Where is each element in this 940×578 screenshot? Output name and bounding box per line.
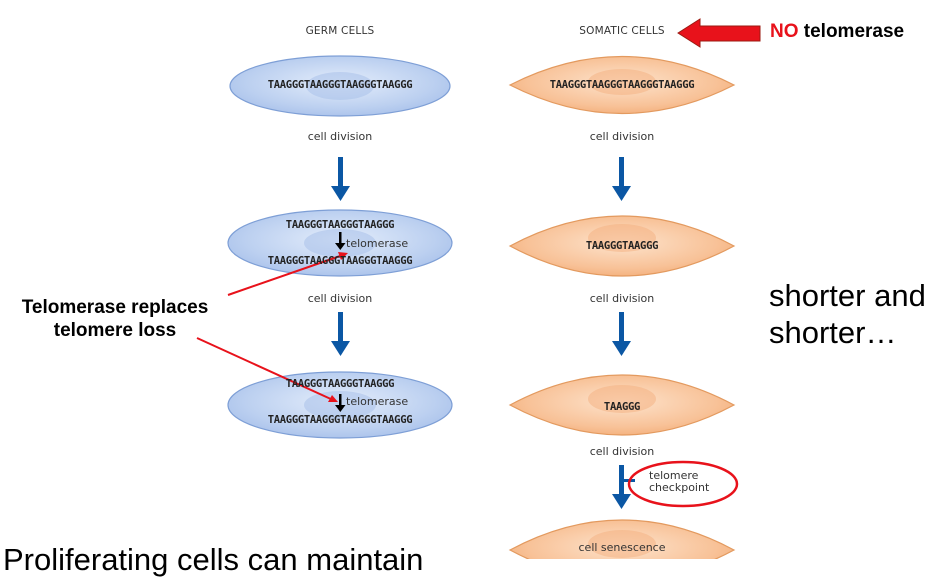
red-pointer-arrow <box>677 18 761 48</box>
germ-cell-3-bottom-sequence: TAAGGGTAAGGGTAAGGGTAAGGG <box>267 414 413 426</box>
shorter-note-line-2: shorter… <box>769 315 897 350</box>
germ-cell-2-top-sequence: TAAGGGTAAGGGTAAGGG <box>285 219 395 231</box>
nucleus <box>588 69 656 95</box>
nucleus <box>306 72 374 100</box>
germ-cell-2-bottom-sequence: TAAGGGTAAGGGTAAGGGTAAGGG <box>267 255 413 267</box>
no-telomerase-annotation: NO telomerase <box>770 21 904 43</box>
germ-division-label-1: cell division <box>307 130 373 143</box>
nucleus <box>588 530 656 558</box>
callout-line-1-text: Telomerase replaces <box>21 297 209 318</box>
somatic-division-label-1: cell division <box>589 130 655 143</box>
callout-line-2 <box>196 337 338 402</box>
bottom-cut-text: Proliferating cells can maintain <box>3 542 424 577</box>
germ-cell-1-sequence: TAAGGGTAAGGGTAAGGGTAAGGG <box>267 79 413 91</box>
telomerase-arrow-1 <box>335 232 346 250</box>
somatic-cell-1 <box>508 55 736 115</box>
somatic-cell-4 <box>508 519 736 559</box>
telomerase-arrow-2 <box>335 394 346 412</box>
checkpoint-highlight-ellipse <box>627 460 739 508</box>
germ-cell-2-enzyme: telomerase <box>346 237 409 250</box>
checkpoint-tick <box>621 479 635 482</box>
germ-cells-header: GERM CELLS <box>305 25 375 37</box>
telomerase-label: telomerase <box>798 21 905 42</box>
germ-cell-1 <box>229 55 451 117</box>
checkpoint-line-2: checkpoint <box>649 481 710 494</box>
somatic-cells-header: SOMATIC CELLS <box>579 25 665 37</box>
diagram-canvas <box>196 18 761 559</box>
no-label: NO <box>770 21 799 42</box>
somatic-cell-1-sequence: TAAGGGTAAGGGTAAGGGTAAGGG <box>549 79 695 91</box>
callout-line-1 <box>227 252 348 296</box>
flow-arrow-somatic-2 <box>612 312 631 356</box>
flow-arrow-germ-2 <box>331 312 350 356</box>
somatic-cell-3-sequence: TAAGGG <box>603 401 641 413</box>
germ-division-label-2: cell division <box>307 292 373 305</box>
germ-cell-3-top-sequence: TAAGGGTAAGGGTAAGGG <box>285 378 395 390</box>
somatic-division-label-2: cell division <box>589 292 655 305</box>
germ-cell-3-enzyme: telomerase <box>346 395 409 408</box>
somatic-cell-2-sequence: TAAGGGTAAGGG <box>585 240 659 252</box>
flow-arrow-germ-1 <box>331 157 350 201</box>
cell-senescence-label: cell senescence <box>578 541 666 554</box>
shorter-note-line-1: shorter and <box>769 278 926 313</box>
callout-line-2-text: telomere loss <box>53 320 177 341</box>
somatic-division-label-3: cell division <box>589 445 655 458</box>
somatic-cell-2 <box>508 215 736 277</box>
nucleus <box>588 224 656 252</box>
flow-arrow-somatic-3 <box>612 465 635 509</box>
checkpoint-line-1: telomere <box>649 469 699 482</box>
nucleus <box>588 385 656 413</box>
flow-arrow-somatic-1 <box>612 157 631 201</box>
somatic-cell-3 <box>508 374 736 436</box>
